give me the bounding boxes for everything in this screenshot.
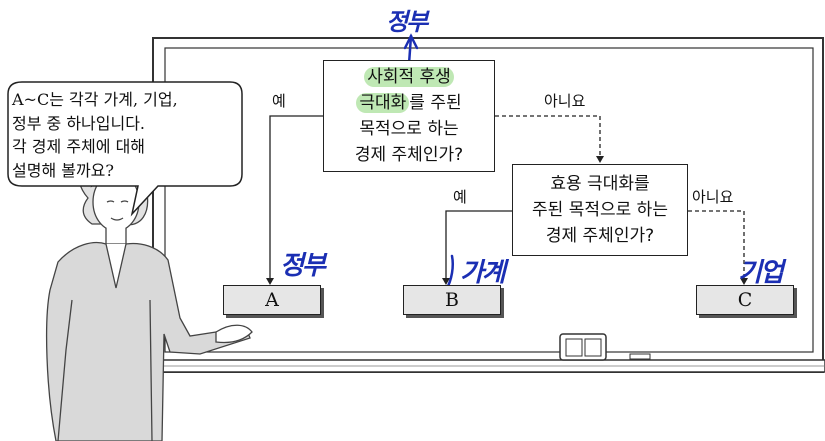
edge-label-yes-2: 예	[453, 188, 467, 206]
result-box-a: A	[223, 285, 321, 315]
edge-yes-2	[445, 210, 512, 278]
handwritten-annotation-b: 가계	[460, 258, 506, 288]
edge-no-1	[495, 115, 601, 156]
handwritten-top-annotation: 정부	[386, 8, 428, 36]
decision-box-2: 효용 극대화를 주된 목적으로 하는 경제 주체인가?	[512, 164, 688, 256]
result-box-c: C	[696, 285, 794, 315]
edge-yes-1	[269, 115, 323, 278]
result-box-b: B	[403, 285, 501, 315]
highlighted-phrase: 사회적 후생	[364, 67, 454, 87]
chalk-icon	[629, 353, 651, 360]
edge-label-yes-1: 예	[272, 92, 286, 110]
highlighted-phrase-2: 극대화	[356, 93, 410, 113]
flow-connectors	[269, 115, 745, 278]
arrowheads	[266, 156, 748, 285]
edge-label-no-1: 아니요	[544, 92, 586, 110]
handwritten-annotation-c: 기업	[738, 258, 784, 288]
edge-label-no-2: 아니요	[692, 188, 734, 206]
edge-no-2	[688, 210, 745, 278]
speech-bubble-text: A~C는 각각 가계, 기업, 정부 중 하나입니다. 각 경제 주체에 대해 …	[12, 90, 178, 180]
eraser-icon	[559, 333, 607, 361]
handwritten-annotation-a: 정부	[280, 251, 326, 281]
speech-bubble	[7, 81, 243, 217]
